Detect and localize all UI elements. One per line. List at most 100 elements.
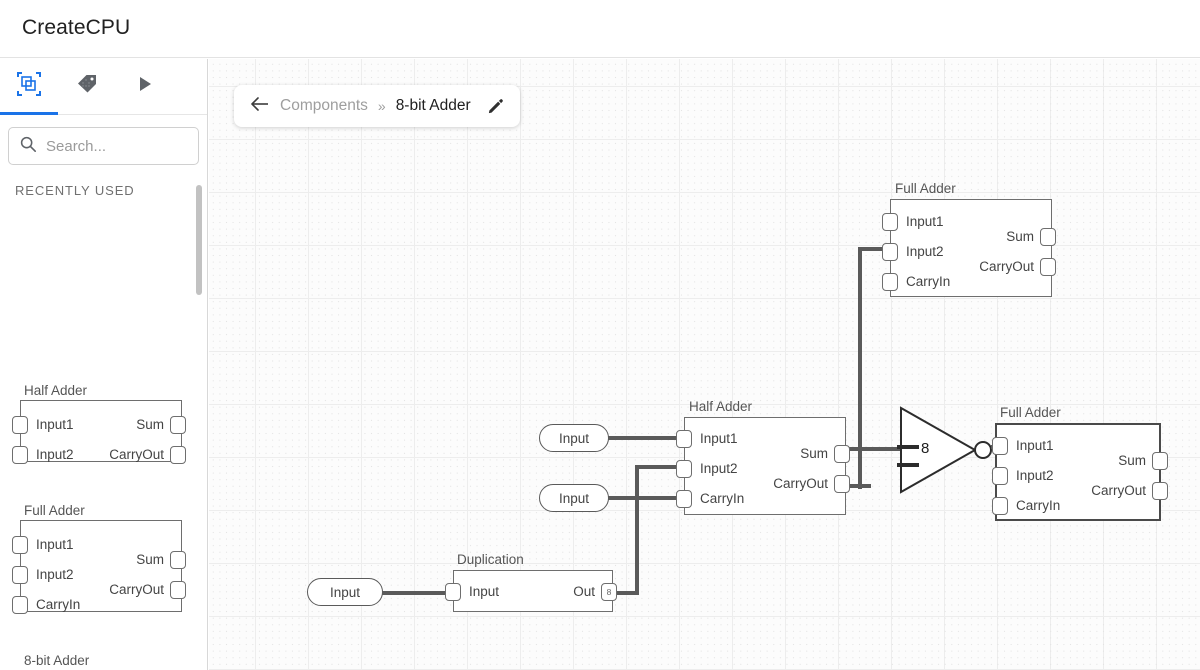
io-pill-input-2[interactable]: Input [539, 484, 609, 512]
palette-8bit-adder-title: 8-bit Adder [24, 653, 90, 668]
palette-full-adder-label-input1: Input1 [36, 537, 74, 552]
palette-full-adder-pin-input2[interactable] [12, 566, 28, 584]
node-full-adder-top-label-input1: Input1 [906, 214, 944, 229]
search-input[interactable] [46, 137, 176, 155]
node-full-adder-right-body[interactable] [995, 423, 1161, 521]
node-full-adder-right-label-input2: Input2 [1016, 468, 1054, 483]
arrow-left-icon[interactable] [250, 96, 270, 116]
node-full-adder-top-pin-carryin[interactable] [882, 273, 898, 291]
wire-to-fulladder-top-input2[interactable] [858, 247, 896, 251]
breadcrumb-separator: » [377, 98, 386, 114]
breadcrumb: Components » 8-bit Adder [234, 85, 520, 127]
palette-half-adder-label-sum: Sum [136, 417, 164, 432]
schematic-canvas[interactable]: Components » 8-bit Adder Full Adder Inpu… [209, 59, 1200, 670]
io-pill-input-3[interactable]: Input [307, 578, 383, 606]
node-full-adder-right-label-carryin: CarryIn [1016, 498, 1061, 513]
node-duplication-label-input: Input [469, 584, 500, 599]
wire-input2-to-halfadder-carryin[interactable] [604, 496, 691, 500]
node-half-adder-title: Half Adder [689, 399, 753, 414]
io-pill-input-1[interactable]: Input [539, 424, 609, 452]
node-full-adder-top-label-carryin: CarryIn [906, 274, 951, 289]
node-full-adder-right-pin-carryin[interactable] [992, 497, 1008, 515]
tab-labels[interactable] [58, 59, 116, 114]
palette-half-adder-title: Half Adder [24, 383, 88, 398]
node-duplication-pin-out[interactable]: 8 [601, 583, 617, 601]
tab-run[interactable] [116, 59, 174, 114]
tab-components[interactable] [0, 59, 58, 115]
node-full-adder-right-title: Full Adder [1000, 405, 1061, 420]
tag-icon [75, 72, 99, 101]
palette-half-adder-label-input2: Input2 [36, 447, 74, 462]
palette-half-adder-label-carryout: CarryOut [109, 447, 164, 462]
app-title: CreateCPU [22, 16, 131, 39]
node-half-adder-label-input2: Input2 [700, 461, 738, 476]
palette-full-adder-label-carryout: CarryOut [109, 582, 164, 597]
node-duplication-title: Duplication [457, 552, 524, 567]
not-gate-bitwidth-label: 8 [921, 440, 930, 457]
sidebar: RECENTLY USED Half Adder Input1 Input2 S… [0, 59, 208, 670]
node-duplication-pin-input[interactable] [445, 583, 461, 601]
palette-full-adder-body[interactable] [20, 520, 182, 612]
section-recently-used: RECENTLY USED [15, 183, 135, 198]
node-half-adder-pin-carryin[interactable] [676, 490, 692, 508]
node-full-adder-right-label-input1: Input1 [1016, 438, 1054, 453]
play-icon [135, 74, 155, 99]
palette-full-adder-label-input2: Input2 [36, 567, 74, 582]
palette-half-adder-pin-carryout[interactable] [170, 446, 186, 464]
search-icon [19, 135, 37, 158]
wire-halfadder-carryout-v[interactable] [858, 247, 862, 489]
node-full-adder-right-label-sum: Sum [1118, 453, 1146, 468]
node-full-adder-right-pin-input2[interactable] [992, 467, 1008, 485]
sidebar-tabbar [0, 59, 207, 115]
sidebar-scrollbar[interactable] [196, 185, 202, 295]
node-half-adder-pin-sum[interactable] [834, 445, 850, 463]
palette-full-adder-label-carryin: CarryIn [36, 597, 81, 612]
search-box[interactable] [8, 127, 199, 165]
node-half-adder-body[interactable] [684, 417, 846, 515]
palette-full-adder-label-sum: Sum [136, 552, 164, 567]
palette-half-adder-label-input1: Input1 [36, 417, 74, 432]
node-full-adder-top-pin-input1[interactable] [882, 213, 898, 231]
node-full-adder-top-pin-input2[interactable] [882, 243, 898, 261]
wire-input1-to-halfadder-input1[interactable] [604, 436, 691, 440]
wire-duplication-out-h[interactable] [609, 591, 639, 595]
node-half-adder-label-sum: Sum [800, 446, 828, 461]
breadcrumb-current: 8-bit Adder [395, 97, 471, 114]
node-full-adder-top-pin-sum[interactable] [1040, 228, 1056, 246]
node-half-adder-label-carryout: CarryOut [773, 476, 828, 491]
node-half-adder-pin-input1[interactable] [676, 430, 692, 448]
breadcrumb-root[interactable]: Components [280, 97, 368, 114]
search-wrapper [0, 115, 207, 169]
palette-half-adder-pin-input1[interactable] [12, 416, 28, 434]
components-icon [16, 71, 42, 102]
node-half-adder-pin-carryout[interactable] [834, 475, 850, 493]
node-full-adder-top-title: Full Adder [895, 181, 956, 196]
node-half-adder-label-input1: Input1 [700, 431, 738, 446]
node-full-adder-right-pin-input1[interactable] [992, 437, 1008, 455]
palette-full-adder-pin-carryout[interactable] [170, 581, 186, 599]
palette-half-adder-pin-input2[interactable] [12, 446, 28, 464]
wire-duplication-to-halfadder-input2[interactable] [635, 465, 691, 469]
node-duplication-body[interactable] [453, 570, 613, 612]
node-full-adder-top-label-input2: Input2 [906, 244, 944, 259]
wire-halfadder-sum-to-notgate[interactable] [847, 447, 905, 451]
palette-full-adder-pin-input1[interactable] [12, 536, 28, 554]
node-full-adder-right-pin-carryout[interactable] [1152, 482, 1168, 500]
app-header: CreateCPU [0, 0, 1200, 58]
node-full-adder-top-body[interactable] [890, 199, 1052, 297]
node-full-adder-top-pin-carryout[interactable] [1040, 258, 1056, 276]
palette-full-adder-pin-carryin[interactable] [12, 596, 28, 614]
node-duplication-label-out: Out [573, 584, 595, 599]
node-half-adder-pin-input2[interactable] [676, 460, 692, 478]
node-half-adder-label-carryin: CarryIn [700, 491, 745, 506]
node-full-adder-right-label-carryout: CarryOut [1091, 483, 1146, 498]
node-full-adder-top-label-carryout: CarryOut [979, 259, 1034, 274]
wire-duplication-out-v[interactable] [635, 465, 639, 595]
palette-full-adder-title: Full Adder [24, 503, 85, 518]
palette-full-adder-pin-sum[interactable] [170, 551, 186, 569]
palette-half-adder-pin-sum[interactable] [170, 416, 186, 434]
node-full-adder-top-label-sum: Sum [1006, 229, 1034, 244]
node-full-adder-right-pin-sum[interactable] [1152, 452, 1168, 470]
wire-input3-to-duplication[interactable] [379, 591, 459, 595]
pencil-icon[interactable] [487, 98, 504, 115]
